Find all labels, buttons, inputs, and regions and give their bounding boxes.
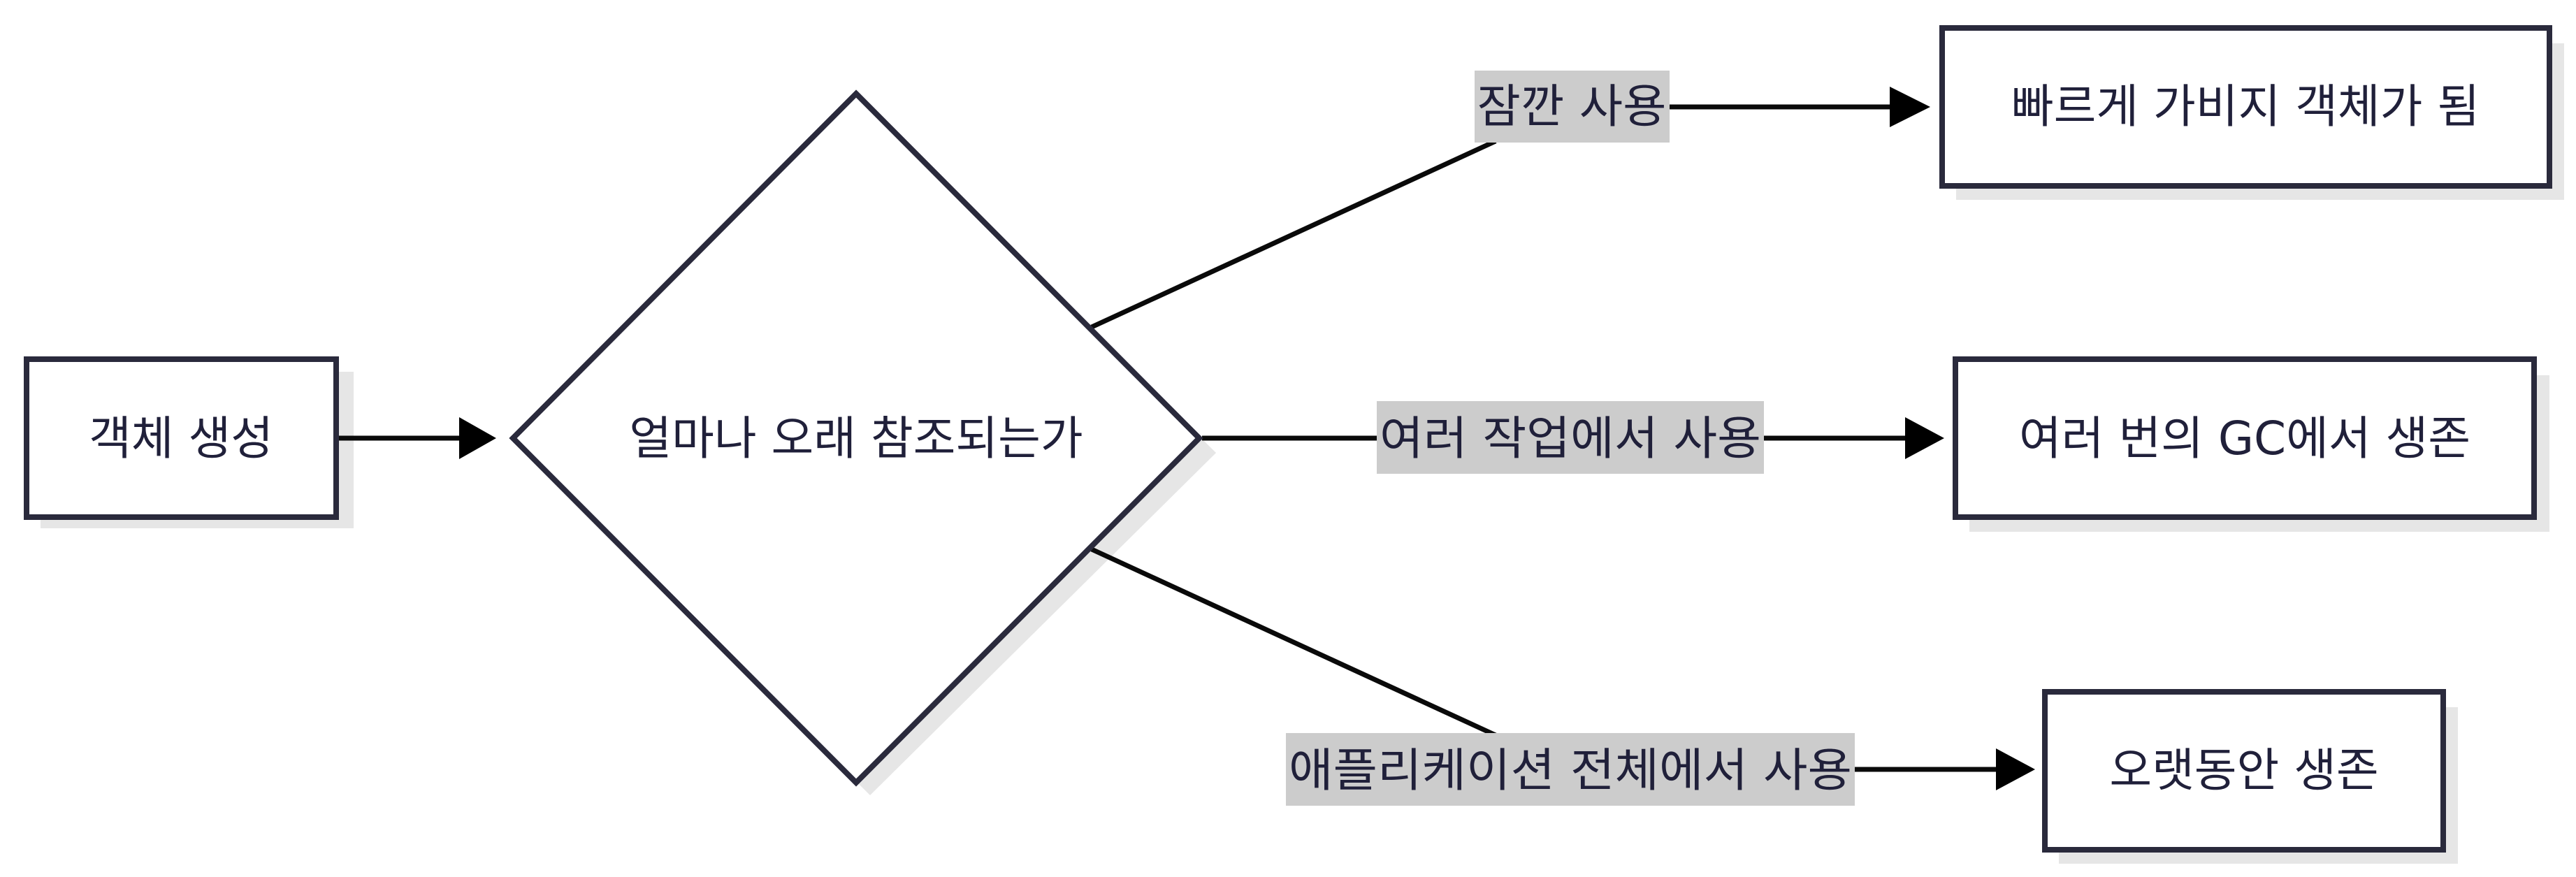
node-start: 객체 생성 [24, 356, 339, 520]
node-start-label: 객체 생성 [89, 412, 273, 465]
edge-label-long: 애플리케이션 전체에서 사용 [1286, 733, 1855, 806]
node-short-lived-label: 빠르게 가비지 객체가 됨 [2011, 80, 2480, 133]
node-decision: 얼마나 오래 참조되는가 [509, 89, 1203, 787]
node-long-lived: 오랫동안 생존 [2042, 689, 2446, 853]
node-medium-lived: 여러 번의 GC에서 생존 [1953, 356, 2537, 520]
node-decision-label: 얼마나 오래 참조되는가 [629, 412, 1083, 465]
node-short-lived: 빠르게 가비지 객체가 됨 [1939, 25, 2552, 189]
edge-label-short: 잠깐 사용 [1475, 71, 1670, 143]
node-medium-lived-label: 여러 번의 GC에서 생존 [2019, 412, 2470, 465]
edge-label-medium: 여러 작업에서 사용 [1377, 401, 1764, 474]
edge-label-short-text: 잠깐 사용 [1477, 80, 1667, 133]
edge-decision-to-short [1090, 87, 1930, 330]
edge-label-long-text: 애플리케이션 전체에서 사용 [1289, 744, 1852, 797]
node-long-lived-label: 오랫동안 생존 [2109, 744, 2378, 797]
edge-start-to-decision [339, 417, 496, 459]
edge-label-medium-text: 여러 작업에서 사용 [1380, 412, 1761, 465]
edge-decision-to-long [1090, 546, 2035, 790]
